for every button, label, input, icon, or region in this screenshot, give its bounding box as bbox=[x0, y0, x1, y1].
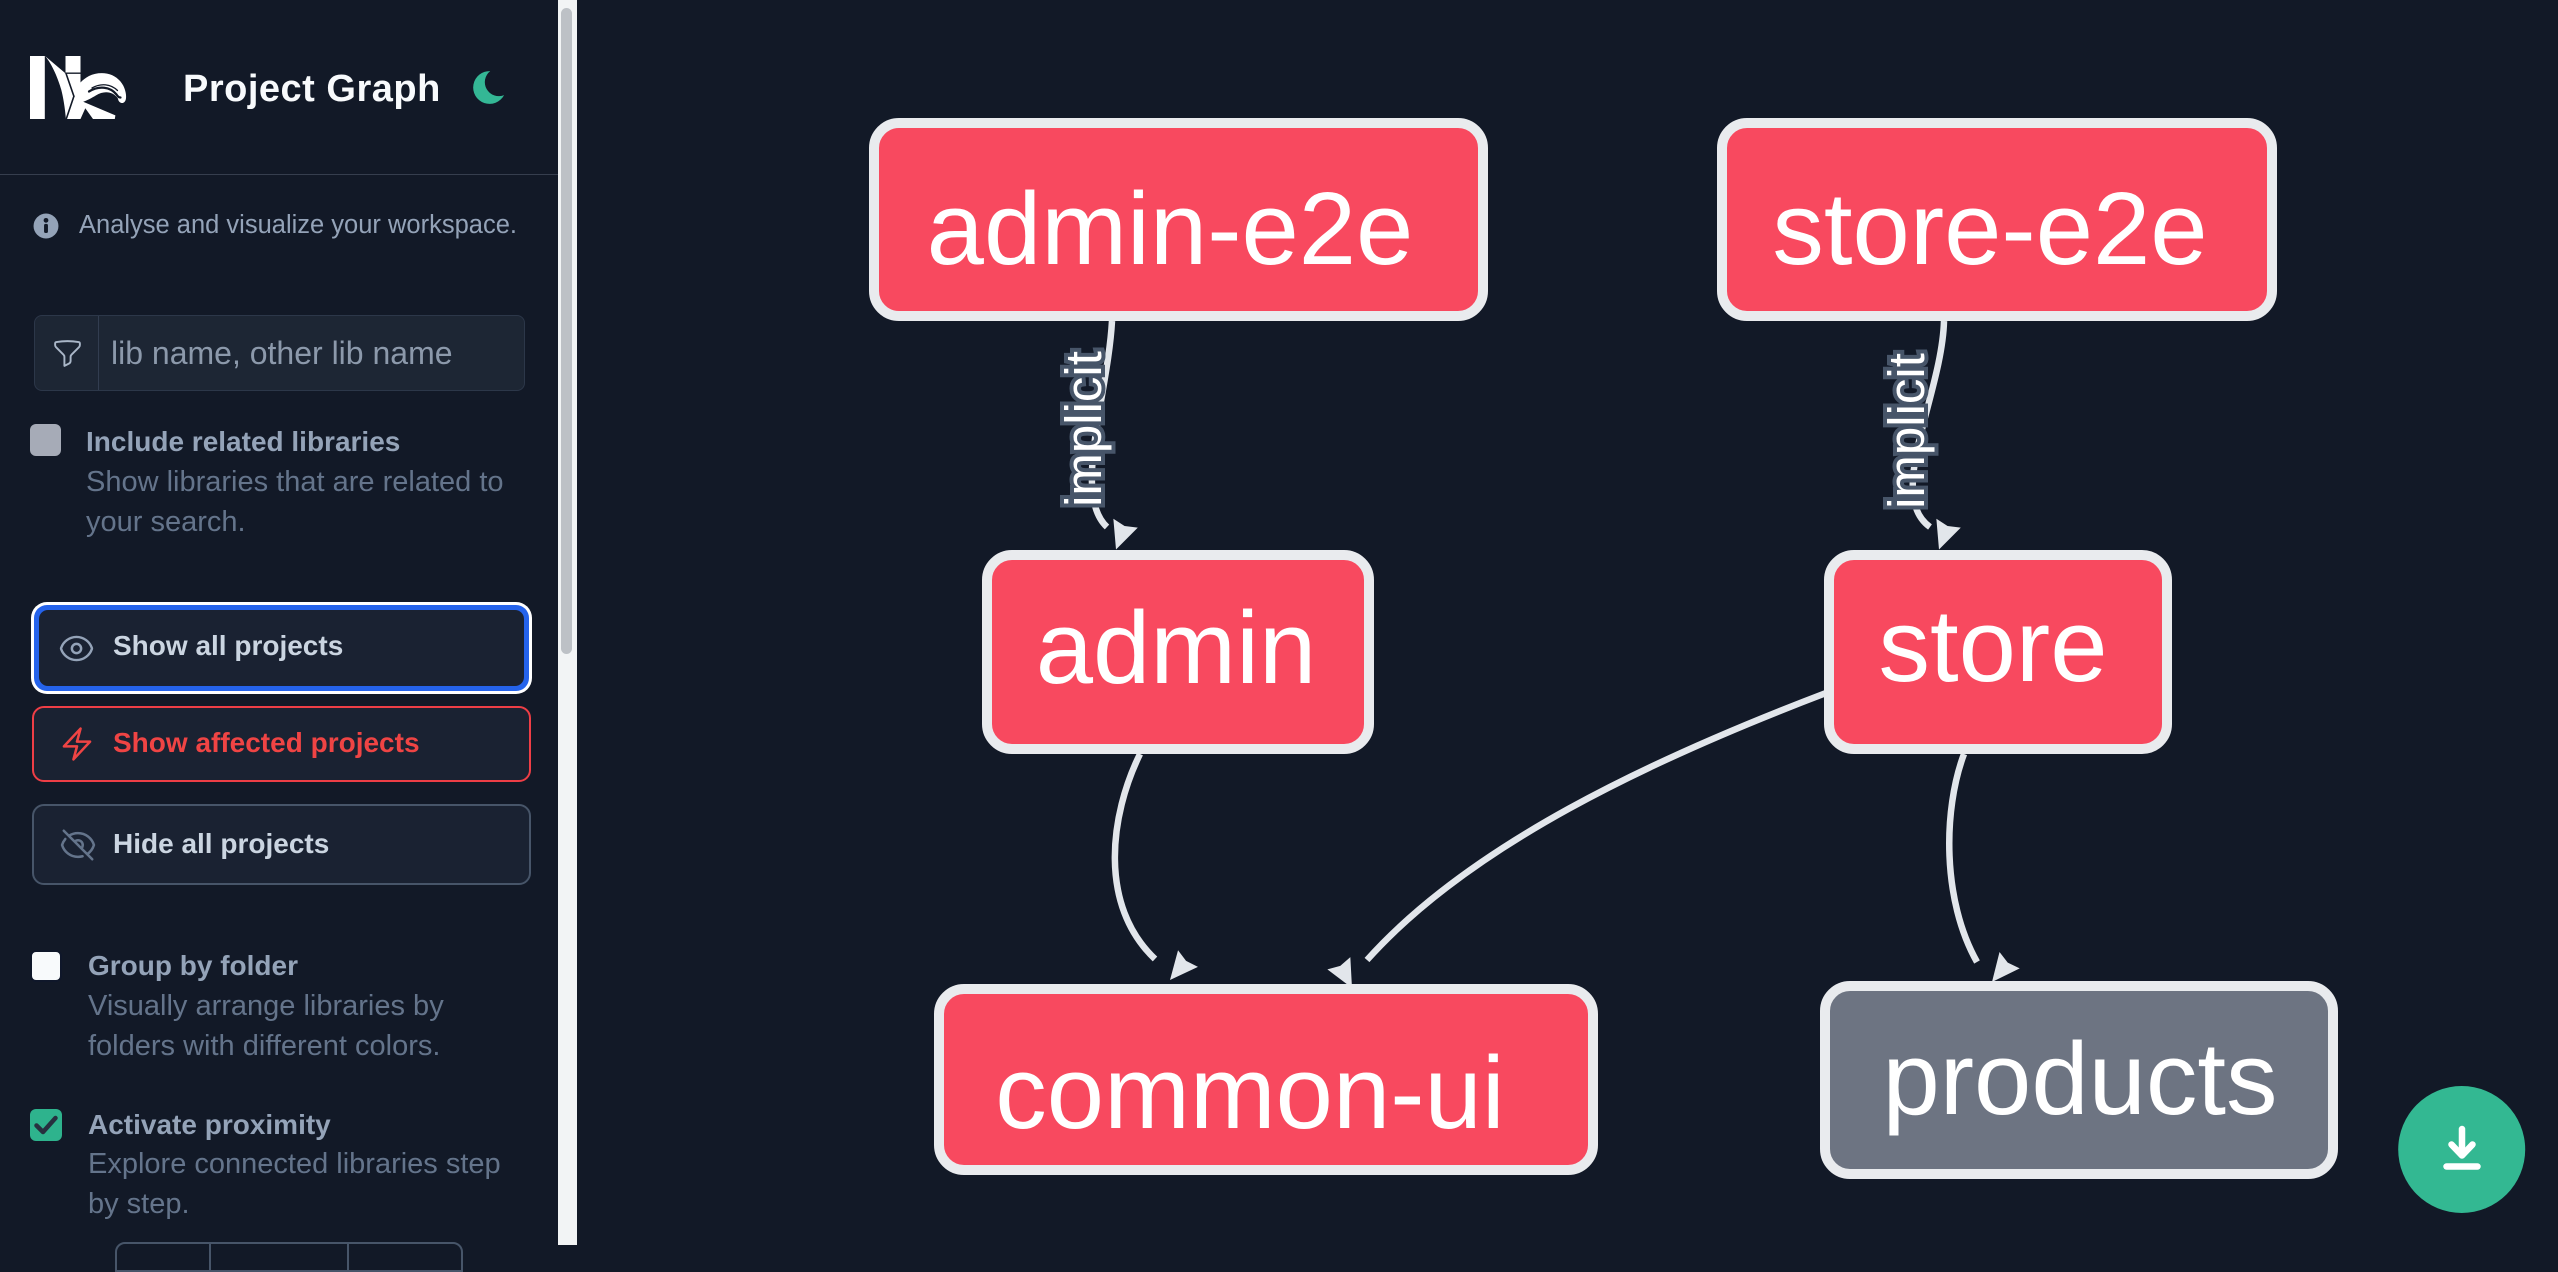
svg-text:store: store bbox=[1879, 588, 2108, 703]
svg-text:products: products bbox=[1882, 1021, 2277, 1136]
svg-text:implicit: implicit bbox=[1055, 351, 1112, 507]
svg-text:admin-e2e: admin-e2e bbox=[927, 171, 1414, 286]
svg-text:implicit: implicit bbox=[1878, 353, 1935, 509]
svg-text:common-ui: common-ui bbox=[995, 1035, 1504, 1150]
svg-text:admin: admin bbox=[1036, 590, 1317, 705]
svg-text:store-e2e: store-e2e bbox=[1772, 171, 2207, 286]
